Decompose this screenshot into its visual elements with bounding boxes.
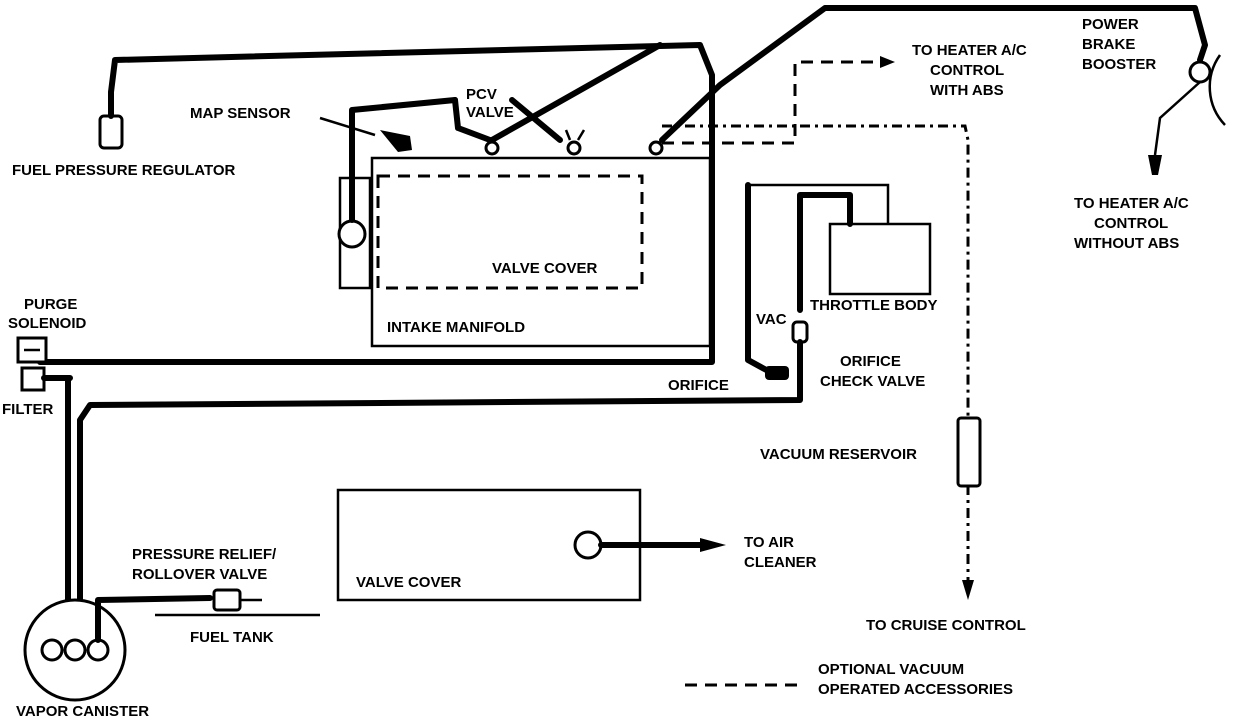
fuel-pressure-regulator (37, 42, 715, 365)
label-air-cleaner-2: CLEANER (744, 554, 817, 571)
label-intake-manifold: INTAKE MANIFOLD (387, 319, 525, 336)
label-heater-noabs-1: TO HEATER A/C (1074, 195, 1189, 212)
label-pressure-relief-1: PRESSURE RELIEF/ (132, 546, 277, 563)
brake-booster-hose (659, 5, 1226, 175)
label-purge-1: PURGE (24, 296, 77, 313)
valve-cover-top (376, 174, 644, 290)
label-pressure-relief-2: ROLLOVER VALVE (132, 566, 267, 583)
label-air-cleaner-1: TO AIR (744, 534, 794, 551)
label-legend-1: OPTIONAL VACUUM (818, 661, 964, 678)
filter (20, 366, 73, 623)
cruise-control-line (662, 124, 974, 600)
label-legend-2: OPERATED ACCESSORIES (818, 681, 1013, 698)
label-vapor-canister: VAPOR CANISTER (16, 703, 149, 718)
label-check-valve-2: CHECK VALVE (820, 373, 925, 390)
label-cruise-control: TO CRUISE CONTROL (866, 617, 1026, 634)
label-check-valve-1: ORIFICE (840, 353, 901, 370)
label-fuel-pressure-regulator: FUEL PRESSURE REGULATOR (12, 162, 236, 179)
label-purge-2: SOLENOID (8, 315, 87, 332)
label-heater-abs-3: WITH ABS (930, 82, 1004, 99)
label-filter: FILTER (2, 401, 54, 418)
label-valve-cover-bottom: VALVE COVER (356, 574, 461, 591)
orifice-check-valve (77, 320, 809, 623)
label-vacuum-reservoir: VACUUM RESERVOIR (760, 446, 917, 463)
rollover-valve (212, 588, 262, 612)
vacuum-reservoir (956, 416, 982, 488)
label-orifice: ORIFICE (668, 377, 729, 394)
heater-abs-line (662, 56, 895, 145)
label-heater-noabs-2: CONTROL (1094, 215, 1168, 232)
intake-manifold (338, 156, 712, 348)
label-pcv-1: PCV (466, 86, 497, 103)
label-booster-1: POWER (1082, 16, 1139, 33)
label-heater-noabs-3: WITHOUT ABS (1074, 235, 1179, 252)
label-heater-abs-1: TO HEATER A/C (912, 42, 1027, 59)
vapor-canister (23, 595, 213, 702)
label-booster-2: BRAKE (1082, 36, 1135, 53)
label-vac: VAC (756, 311, 787, 328)
label-heater-abs-2: CONTROL (930, 62, 1004, 79)
label-pcv-2: VALVE (466, 104, 514, 121)
label-booster-3: BOOSTER (1082, 56, 1156, 73)
label-valve-cover-top: VALVE COVER (492, 260, 597, 277)
label-throttle-body: THROTTLE BODY (810, 297, 938, 314)
purge-solenoid (16, 336, 48, 364)
manifold-fittings (564, 129, 664, 156)
orifice (765, 366, 789, 380)
map-sensor (319, 97, 458, 249)
label-fuel-tank: FUEL TANK (190, 629, 274, 646)
throttle-body (745, 182, 932, 375)
pcv-valve (452, 97, 500, 156)
label-map-sensor: MAP SENSOR (190, 105, 291, 122)
air-cleaner-fitting (573, 530, 726, 560)
